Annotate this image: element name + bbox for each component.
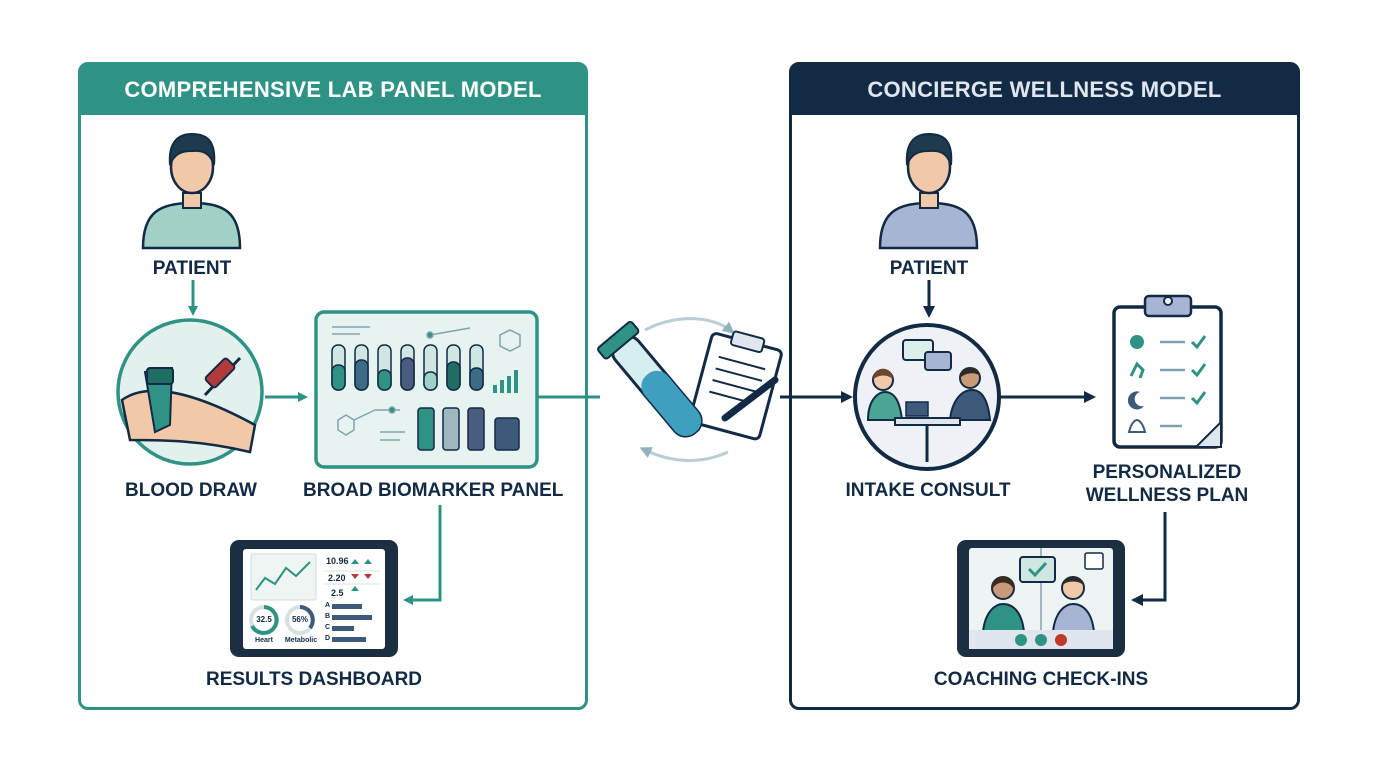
patient-icon-left xyxy=(141,132,242,250)
plan-label-line-2: WELLNESS PLAN xyxy=(1085,485,1249,506)
gauge-1-label: Heart xyxy=(255,637,273,644)
wellness-plan-clipboard-icon xyxy=(1112,294,1223,449)
intake-consult-icon xyxy=(853,323,1001,471)
dashboard-value-3: 2.5 xyxy=(331,588,344,598)
gauge-2-value: 56% xyxy=(291,615,308,624)
right-patient-label: PATIENT xyxy=(889,258,969,279)
results-dashboard-label: RESULTS DASHBOARD xyxy=(205,669,423,690)
lab-panel-model-title: COMPREHENSIVE LAB PANEL MODEL xyxy=(124,77,542,102)
arrow-panel-to-dashboard xyxy=(403,505,442,605)
biomarker-panel-label: BROAD BIOMARKER PANEL xyxy=(303,480,564,501)
bar-label-c: C xyxy=(325,624,331,631)
center-connector-icon xyxy=(538,317,783,462)
blood-draw-label: BLOOD DRAW xyxy=(125,480,257,501)
biomarker-panel-icon xyxy=(314,310,539,469)
gauge-1-value: 32.5 xyxy=(256,615,272,624)
plan-label-line-1: PERSONALIZED xyxy=(1092,462,1242,483)
lab-panel-model-header: COMPREHENSIVE LAB PANEL MODEL xyxy=(81,65,585,115)
left-patient-label: PATIENT xyxy=(152,258,232,279)
dashboard-value-2: 2.20 xyxy=(328,573,346,583)
bar-label-b: B xyxy=(325,613,331,620)
arrow-plan-to-coaching xyxy=(1131,512,1167,606)
gauge-2-label: Metabolic xyxy=(284,637,318,644)
blood-draw-icon xyxy=(116,318,264,466)
coaching-check-ins-label: COACHING CHECK-INS xyxy=(933,669,1149,690)
bar-label-a: A xyxy=(325,602,331,609)
dashboard-value-1: 10.96 xyxy=(326,556,349,566)
concierge-model-title: CONCIERGE WELLNESS MODEL xyxy=(867,77,1222,102)
intake-consult-label: INTAKE CONSULT xyxy=(845,480,1011,501)
concierge-model-header: CONCIERGE WELLNESS MODEL xyxy=(792,65,1297,115)
patient-icon-right xyxy=(878,132,979,250)
bar-label-d: D xyxy=(325,635,331,642)
results-dashboard-tablet xyxy=(230,540,398,657)
coaching-video-tablet xyxy=(957,540,1125,657)
